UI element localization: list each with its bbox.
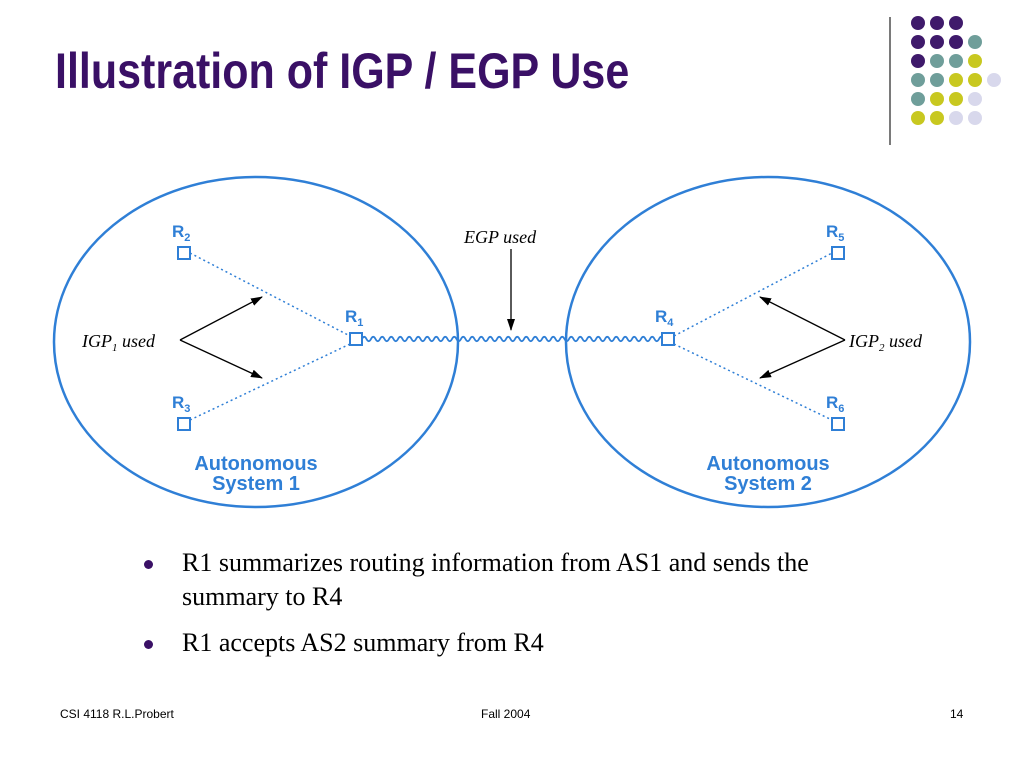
as2-label-line1: Autonomous [706, 453, 829, 475]
autonomous-system-2-boundary [564, 175, 972, 509]
router-r4 [661, 332, 675, 346]
igp2-arrow-down [759, 339, 846, 379]
autonomous-system-1-boundary [52, 175, 460, 509]
router-r5 [831, 246, 845, 260]
footer-author: CSI 4118 R.L.Probert [60, 707, 174, 721]
link-r4-r6 [673, 343, 833, 421]
link-r2-r1 [189, 252, 351, 337]
bullet-dot [144, 640, 153, 649]
router-r1-label: R1 [345, 307, 363, 329]
footer-term: Fall 2004 [481, 707, 531, 721]
router-r5-label: R5 [826, 222, 844, 244]
router-r6 [831, 417, 845, 431]
router-r2-label: R2 [172, 222, 190, 244]
igp2-used-label: IGP2 used [848, 331, 923, 354]
bullet-text: R1 accepts AS2 summary from R4 [182, 628, 544, 657]
bullet-item: R1 summarizes routing information from A… [140, 546, 900, 614]
router-r3-label: R3 [172, 393, 190, 415]
router-r6-label: R6 [826, 393, 844, 415]
router-r2 [177, 246, 191, 260]
slide-title: Illustration of IGP / EGP Use [55, 43, 630, 99]
as2-label-line2: System 2 [724, 473, 812, 495]
router-r1 [349, 332, 363, 346]
bullet-dot [144, 560, 153, 569]
igp-egp-diagram: R2 R3 R1 R4 R5 R6 EGP used IGP1 used IGP… [52, 175, 972, 509]
router-r4-label: R4 [655, 307, 674, 329]
igp1-arrow-down [179, 339, 263, 379]
decorative-divider [889, 17, 891, 145]
router-r3 [177, 417, 191, 431]
footer-page-number: 14 [950, 707, 964, 721]
bullet-text: R1 summarizes routing information from A… [182, 548, 809, 611]
link-r4-r5 [673, 252, 833, 337]
bullet-item: R1 accepts AS2 summary from R4 [140, 626, 900, 660]
egp-link-r1-r4 [361, 335, 663, 343]
igp1-arrow-up [179, 296, 263, 341]
bullet-list: R1 summarizes routing information from A… [140, 546, 900, 672]
igp1-used-label: IGP1 used [81, 331, 156, 354]
as1-label-line1: Autonomous [194, 453, 317, 475]
as1-label-line2: System 1 [212, 473, 300, 495]
igp2-arrow-up [759, 296, 846, 341]
egp-used-label: EGP used [463, 227, 537, 247]
